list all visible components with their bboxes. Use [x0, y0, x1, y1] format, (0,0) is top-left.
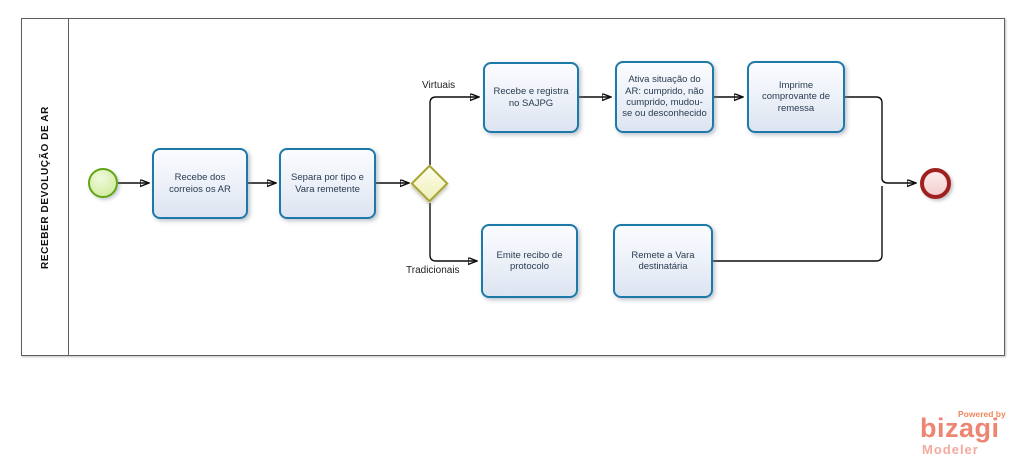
bizagi-brand-text: bizagi — [920, 413, 1000, 443]
flow-label-virtuais: Virtuais — [422, 80, 456, 91]
start-event[interactable] — [88, 168, 118, 198]
powered-by-text: Powered by — [958, 409, 1006, 419]
lane-header: RECEBER DEVOLUÇÃO DE AR — [22, 19, 69, 355]
flow-label-tradicionais: Tradicionais — [406, 265, 460, 276]
bizagi-product-text: Modeler — [922, 442, 979, 457]
task-recebe-correios[interactable]: Recebe dos correios os AR — [152, 148, 248, 219]
task-ativa-situacao[interactable]: Ativa situação do AR: cumprido, não cump… — [615, 61, 714, 133]
task-imprime-comprovante[interactable]: Imprime comprovante de remessa — [747, 61, 845, 133]
end-event[interactable] — [920, 168, 951, 199]
lane-title: RECEBER DEVOLUÇÃO DE AR — [39, 105, 51, 269]
task-recebe-registra[interactable]: Recebe e registra no SAJPG — [483, 62, 579, 133]
task-separa-tipo[interactable]: Separa por tipo e Vara remetente — [279, 148, 376, 219]
task-emite-recibo[interactable]: Emite recibo de protocolo — [481, 224, 578, 298]
task-remete-vara[interactable]: Remete a Vara destinatária — [613, 224, 713, 298]
